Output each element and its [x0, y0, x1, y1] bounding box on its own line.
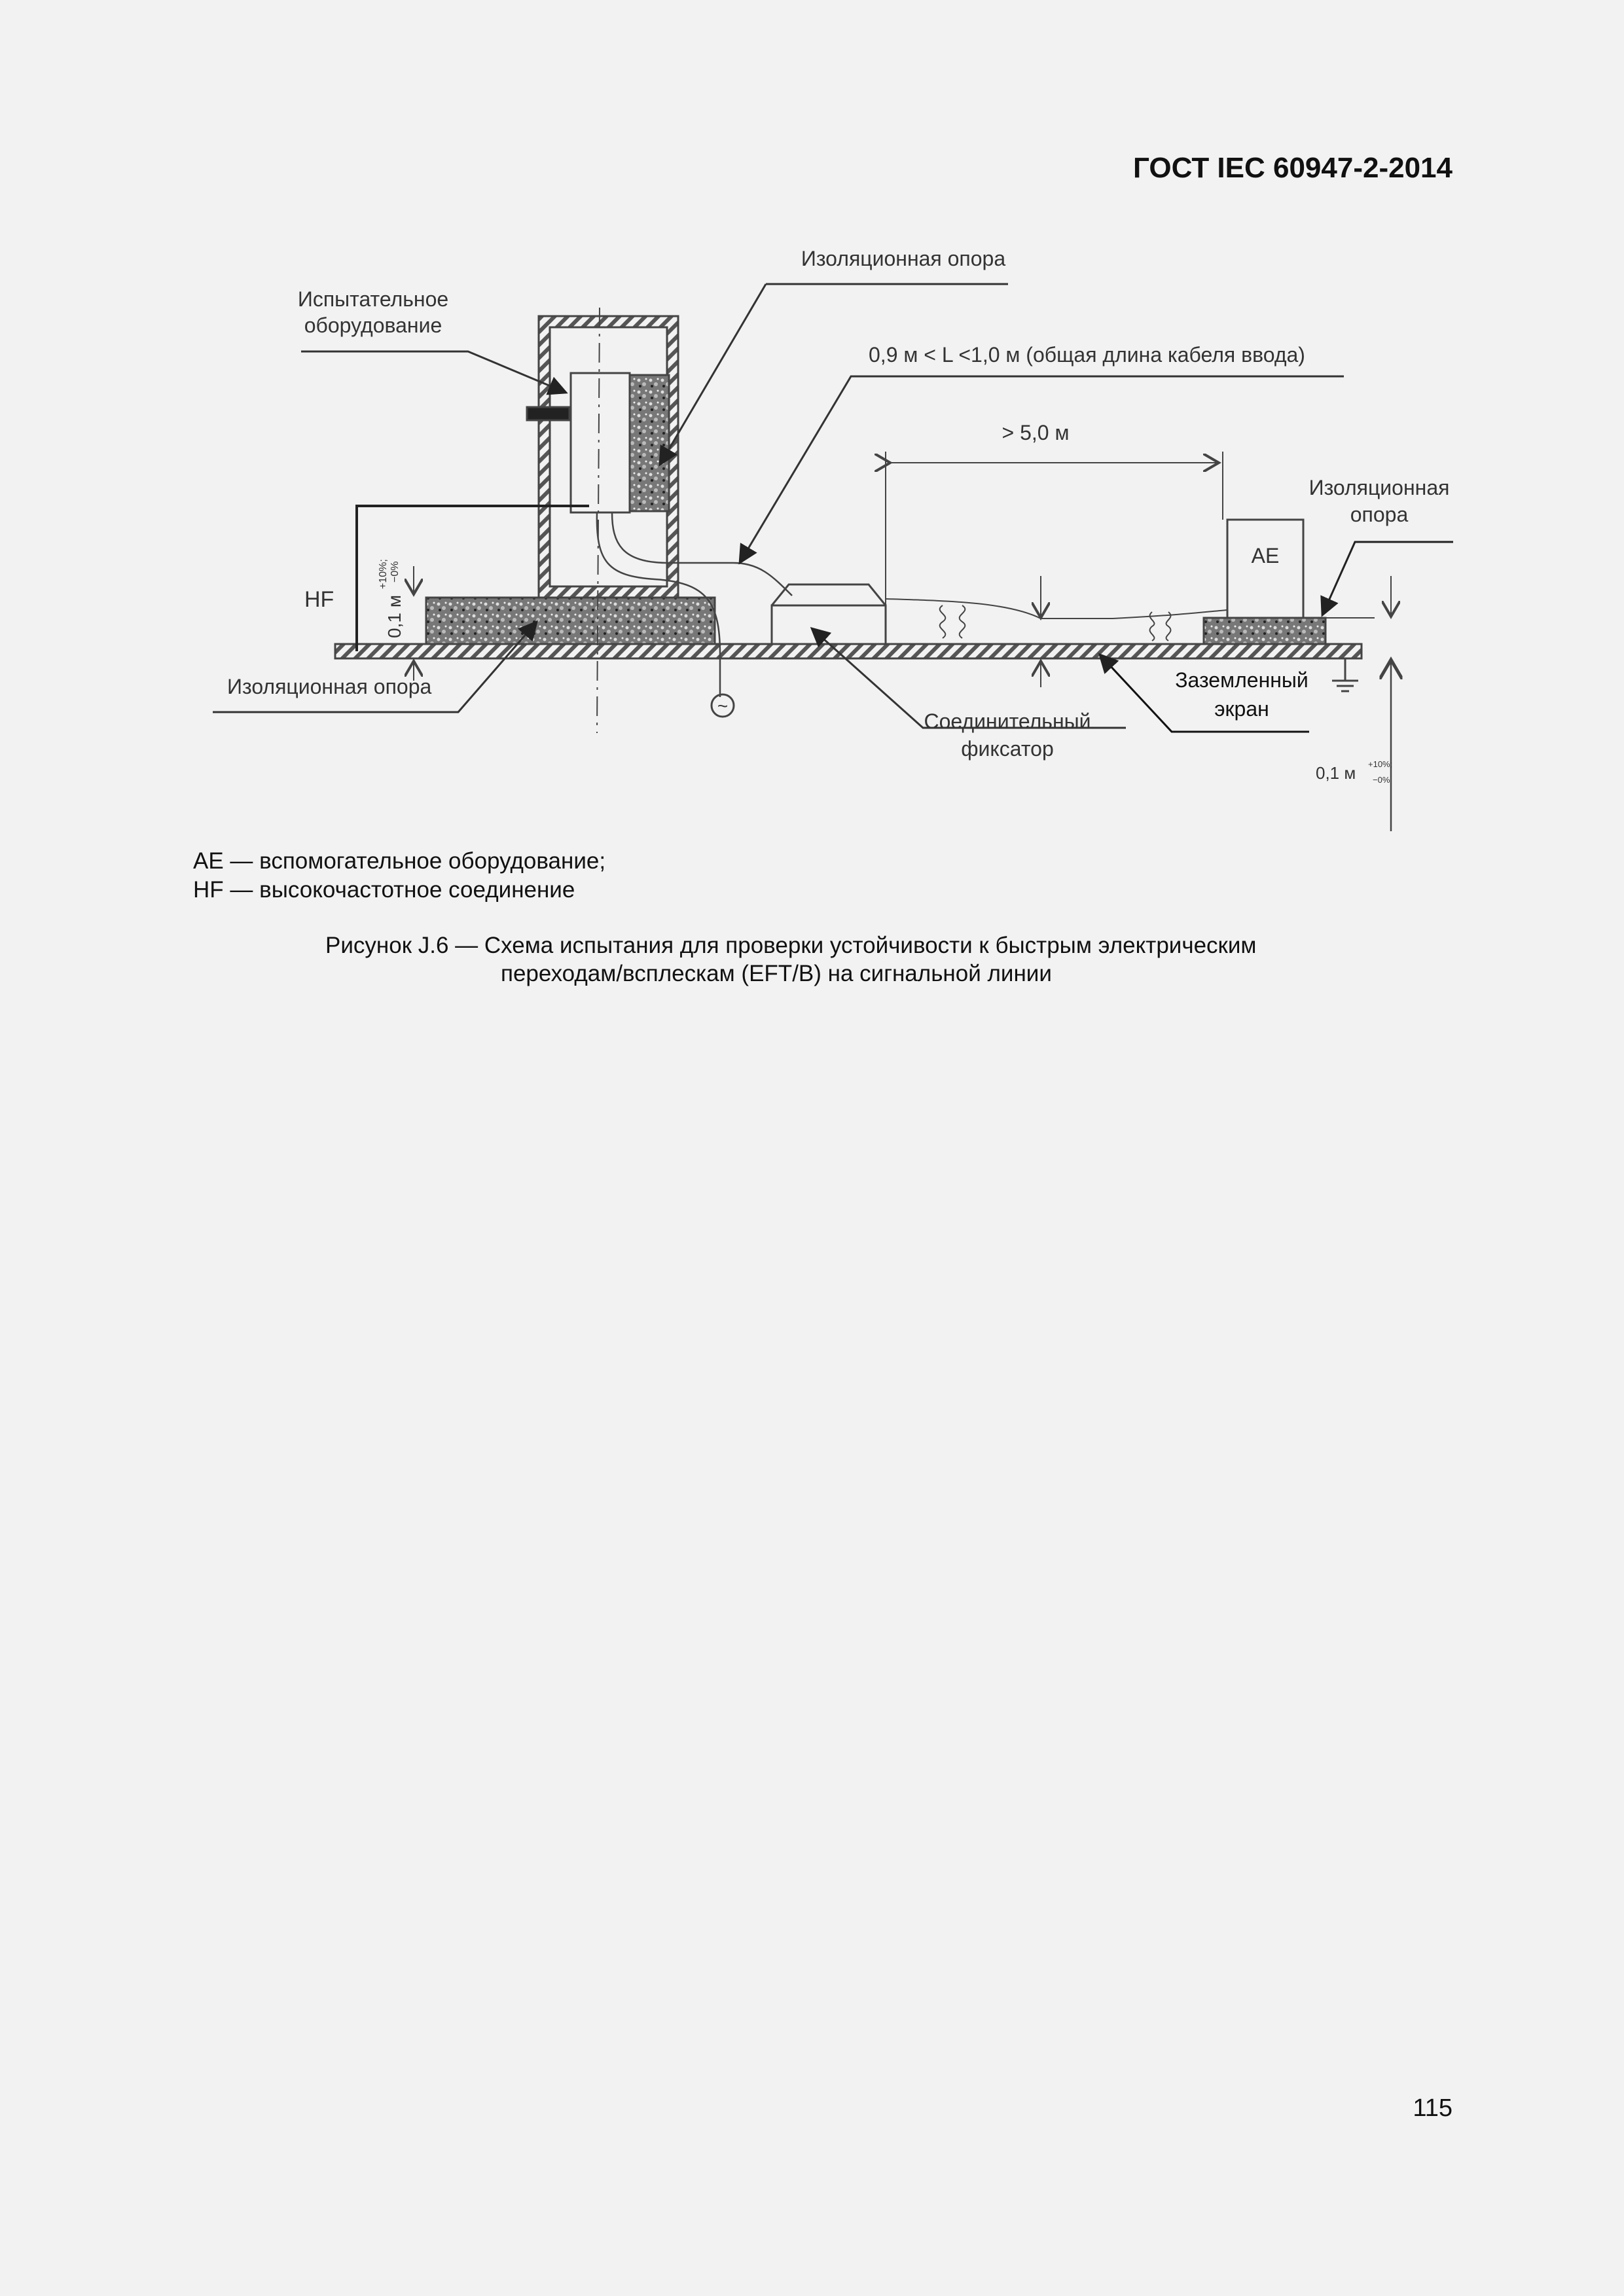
label-insulation-right: Изоляционная [1309, 476, 1450, 499]
coupling-clamp [770, 604, 887, 645]
figure-caption-line1: Рисунок J.6 — Схема испытания для провер… [325, 933, 1257, 958]
label-clamp: Соединительный [924, 709, 1091, 733]
label-insulation-right-2: опора [1350, 503, 1409, 526]
label-eut: Испытательное [298, 287, 448, 311]
legend-hf: HF — высокочастотное соединение [193, 877, 575, 903]
label-insulation-bottom: Изоляционная опора [227, 675, 431, 698]
insulating-pad-left [425, 596, 716, 645]
label-clamp-2: фиксатор [961, 737, 1054, 761]
insulating-pad-right [1202, 617, 1327, 645]
label-ground-screen-2: экран [1214, 697, 1269, 721]
label-insulation-top: Изоляционная опора [801, 247, 1005, 270]
label-height-left: 0,1 м [384, 595, 405, 638]
legend-ae: AE — вспомогательное оборудование; [193, 848, 606, 874]
label-distance: > 5,0 м [1002, 421, 1070, 444]
label-eut-2: оборудование [304, 314, 442, 337]
page-number: 115 [1413, 2094, 1453, 2122]
label-ground-screen: Заземленный [1175, 668, 1308, 692]
power-source-icon [710, 693, 735, 718]
label-cable-length: 0,9 м < L <1,0 м (общая длина кабеля вво… [869, 343, 1305, 367]
tol-right-minus: −0% [1373, 775, 1390, 785]
label-source: ~ [717, 696, 728, 716]
ground-plane [334, 643, 1363, 660]
test-setup-diagram: Испытательное оборудование Изоляционная … [213, 247, 1453, 831]
document-header: ГОСТ IEC 60947-2-2014 [1133, 152, 1453, 184]
ground-icon [1332, 658, 1358, 692]
label-hf: HF [304, 587, 334, 612]
eut-panel [628, 374, 670, 512]
tol-left-plus: +10%; [378, 559, 389, 589]
tol-left-minus: −0% [389, 562, 401, 583]
label-ae: AE [1252, 544, 1280, 567]
eut-box [569, 372, 631, 514]
ae-box [1226, 518, 1305, 619]
tol-right-plus: +10%; [1368, 759, 1392, 769]
figure-caption-line2: переходам/всплескам (EFT/B) на сигнально… [501, 961, 1052, 986]
label-height-right: 0,1 м [1316, 763, 1356, 783]
